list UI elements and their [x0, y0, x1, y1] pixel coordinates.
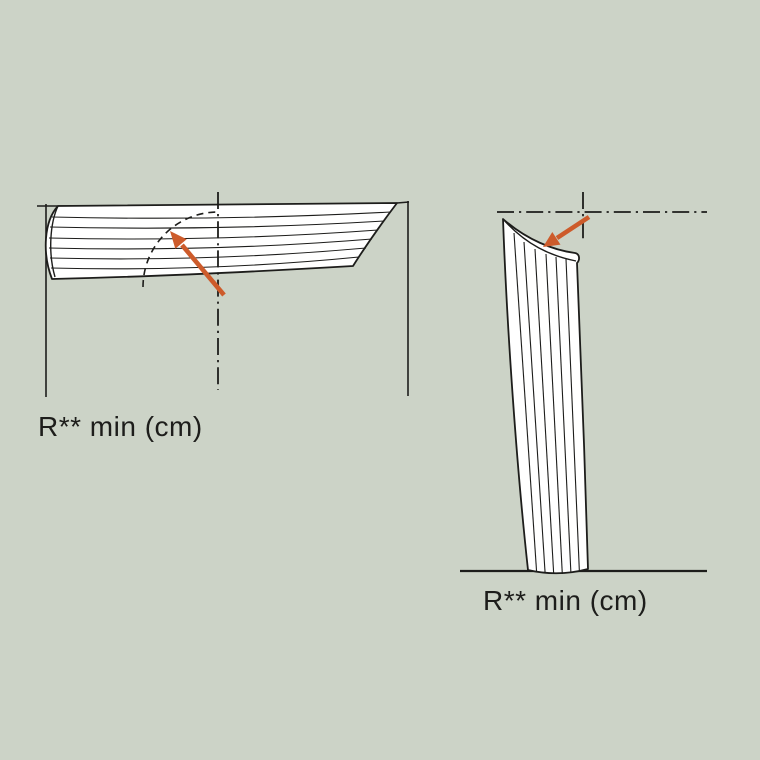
panel-edge-rim	[502, 218, 577, 262]
vertical-panel-figure	[460, 192, 707, 575]
panel-surface	[502, 218, 589, 575]
vertical-panel-radius-label: R** min (cm)	[483, 585, 648, 616]
radius-arc	[142, 211, 219, 288]
panel-edge-rim	[50, 205, 59, 278]
horizontal-panel-radius-label: R** min (cm)	[38, 411, 203, 442]
panel-slats	[513, 232, 580, 575]
panel-slats	[48, 211, 392, 270]
radius-arrow-icon	[543, 215, 591, 247]
radius-arrow-icon	[170, 231, 226, 297]
horizontal-panel-figure	[37, 192, 410, 397]
